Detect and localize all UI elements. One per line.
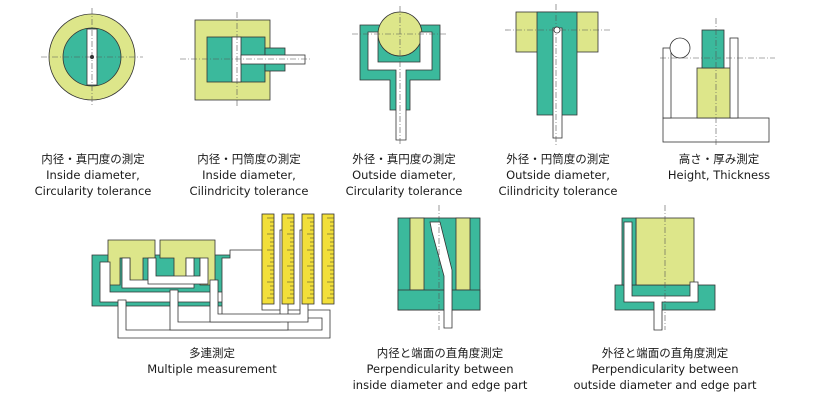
caption-en-line1: Outside diameter, (352, 168, 456, 182)
caption-jp: 内径と端面の直角度測定 (376, 346, 504, 360)
caption-en-line1: Multiple measurement (147, 362, 277, 376)
caption-jp: 外径・真円度の測定 (352, 152, 456, 166)
caption-jp: 内径・円筒度の測定 (197, 152, 301, 166)
caption-en-line1: Inside diameter, (46, 168, 140, 182)
caption-outside-cylindricity: 外径・円筒度の測定 Outside diameter, Cilindricity… (487, 152, 629, 199)
figure-multiple-measurement (91, 213, 335, 339)
caption-height-thickness: 高さ・厚み測定 Height, Thickness (648, 152, 790, 183)
caption-en-line2: Cilindricity tolerance (189, 184, 309, 198)
caption-en-line1: Perpendicularity between (366, 362, 514, 376)
caption-perp-outside: 外径と端面の直角度測定 Perpendicularity between out… (568, 346, 762, 393)
caption-en-line2: Circularity tolerance (34, 184, 152, 198)
figure-perp-outside (614, 205, 716, 331)
caption-jp: 内径・真円度の測定 (41, 152, 145, 166)
caption-jp: 外径・円筒度の測定 (506, 152, 610, 166)
caption-en-line1: Outside diameter, (506, 168, 610, 182)
caption-perp-inside: 内径と端面の直角度測定 Perpendicularity between ins… (350, 346, 530, 393)
caption-jp: 外径と端面の直角度測定 (601, 346, 729, 360)
caption-en-line2: Circularity tolerance (345, 184, 463, 198)
caption-en-line2: Cilindricity tolerance (498, 184, 618, 198)
caption-jp: 高さ・厚み測定 (678, 152, 760, 166)
caption-en-line1: Inside diameter, (202, 168, 296, 182)
caption-inside-cylindricity: 内径・円筒度の測定 Inside diameter, Cilindricity … (178, 152, 320, 199)
caption-en-line2: inside diameter and edge part (352, 378, 528, 392)
figure-inside-circularity (41, 8, 143, 106)
caption-en-line2: outside diameter and edge part (573, 378, 757, 392)
caption-jp: 多連測定 (189, 346, 235, 360)
figure-inside-cylindricity (180, 12, 310, 108)
figure-outside-circularity (352, 6, 448, 145)
caption-en-line1: Height, Thickness (667, 168, 771, 182)
caption-outside-circularity: 外径・真円度の測定 Outside diameter, Circularity … (333, 152, 475, 199)
figure-outside-cylindricity (505, 4, 610, 145)
caption-multiple-measurement: 多連測定 Multiple measurement (131, 346, 293, 377)
figure-perp-inside (397, 205, 481, 330)
caption-en-line1: Perpendicularity between (591, 362, 739, 376)
figure-height-thickness (660, 18, 775, 145)
caption-inside-circularity: 内径・真円度の測定 Inside diameter, Circularity t… (22, 152, 164, 199)
